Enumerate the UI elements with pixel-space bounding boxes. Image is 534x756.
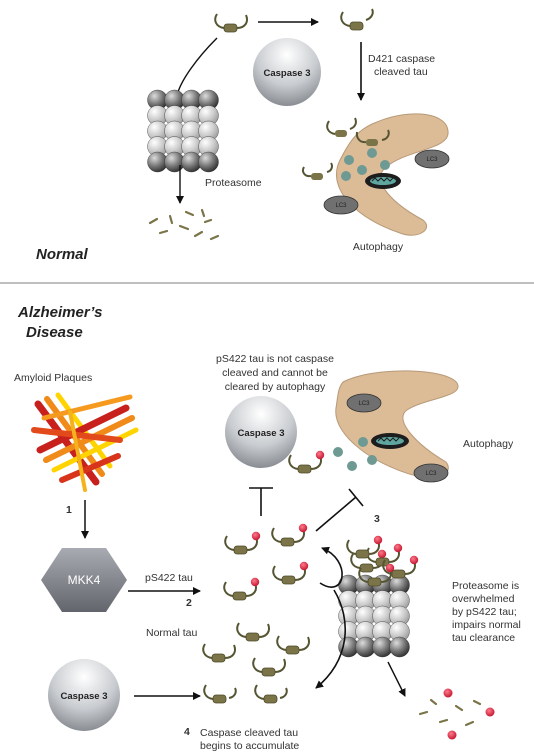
caspase-3-ball-ad: [225, 396, 297, 468]
aggregates: [341, 148, 390, 181]
normal-tau: [252, 657, 286, 677]
lc3-protein: LC3: [414, 149, 450, 169]
phospho-site: [250, 577, 260, 587]
normal-tau: [236, 622, 270, 642]
cleavage-label-line2: cleaved tau: [374, 66, 428, 78]
mitochondrion-icon: [371, 433, 409, 449]
svg-text:LC3: LC3: [358, 401, 370, 407]
ad-section-title-line2: Disease: [26, 324, 83, 341]
normal-section-title: Normal: [36, 246, 89, 263]
plaques-label: Amyloid Plaques: [14, 372, 92, 384]
overwhelmed-line5: tau clearance: [452, 632, 515, 644]
proteasome-label: Proteasome: [205, 177, 262, 189]
autophagy-label-ad: Autophagy: [463, 438, 514, 450]
mkk4-kinase: [41, 548, 127, 612]
degradation-path: [177, 37, 218, 93]
ad-section-title-line1: Alzheimer’s: [17, 304, 103, 321]
tau-on-proteasome: [346, 535, 419, 587]
autophagy-label: Autophagy: [353, 241, 404, 253]
cleaved-tau: [203, 684, 237, 704]
overwhelmed-line3: by pS422 tau;: [452, 606, 517, 618]
svg-text:LC3: LC3: [425, 471, 437, 477]
proteasome-feedback-arrow: [315, 589, 346, 689]
cleaved-tau-fragment: [301, 162, 333, 180]
accumulate-line2: begins to accumulate: [200, 740, 299, 752]
cleaved-tau-molecule: [340, 8, 374, 31]
ps422-tau: [288, 450, 325, 474]
caspase-3-ball-lower: [48, 659, 120, 731]
phospho-site: [385, 563, 395, 573]
proteasome-subunit: [198, 151, 219, 173]
proteasome-icon: [147, 89, 219, 173]
cleaved-tau: [254, 684, 288, 704]
overwhelmed-line2: overwhelmed: [452, 593, 515, 605]
ps422-tau: [346, 535, 383, 559]
phospho-site: [315, 450, 325, 460]
ps422-tau: [382, 555, 419, 579]
step-1-label: 1: [66, 504, 72, 516]
mkk4-label: MKK4: [68, 573, 101, 587]
step-4-label: 4: [184, 726, 190, 738]
ps422-tau: [358, 563, 395, 587]
ps422-tau: [224, 531, 261, 555]
amyloid-plaques-icon: [31, 392, 139, 492]
tau-cluster: [202, 450, 325, 704]
note-line2: cleaved and cannot be: [222, 367, 328, 379]
aggregates: [333, 437, 377, 471]
svg-text:LC3: LC3: [335, 203, 347, 209]
caspase-inhibition: [249, 487, 273, 516]
peptide-fragments: [148, 208, 220, 241]
phospho-site: [377, 549, 387, 559]
ps422-tau: [366, 543, 403, 567]
accumulate-line1: Caspase cleaved tau: [200, 727, 298, 739]
lc3-protein: LC3: [323, 195, 359, 215]
phospho-site: [409, 555, 419, 565]
tau-molecule: [214, 13, 248, 33]
phospho-site: [298, 523, 308, 533]
normal-tau-label: Normal tau: [146, 627, 198, 639]
overwhelmed-line4: impairs normal: [452, 619, 521, 631]
proteasome-icon-ad: [338, 574, 410, 658]
svg-text:LC3: LC3: [426, 157, 438, 163]
cleaved-tau-fragment: [326, 117, 357, 137]
phospho-sites: [443, 688, 495, 740]
phospho-site: [393, 543, 403, 553]
cleaved-tau-fragment: [355, 129, 390, 146]
caspase-3-ball: [253, 38, 321, 106]
ps422-tau-label: pS422 tau: [145, 572, 193, 584]
normal-tau: [202, 643, 236, 663]
peptide-fragments-ad: [418, 698, 482, 727]
phospho-site: [373, 535, 383, 545]
caspase-3-label-lower: Caspase 3: [60, 691, 107, 702]
ps422-tau: [271, 523, 308, 547]
autophagosome: [335, 113, 449, 236]
note-line3: cleared by autophagy: [225, 381, 326, 393]
ps422-tau: [223, 577, 260, 601]
caspase-3-label-ad: Caspase 3: [237, 428, 284, 439]
note-line1: pS422 tau is not caspase: [216, 353, 334, 365]
proteasome-feedback-arrow: [319, 546, 343, 588]
autophagy-inhibition: [315, 488, 364, 532]
caspase-3-label: Caspase 3: [263, 68, 310, 79]
phospho-site: [299, 561, 309, 571]
overwhelmed-line1: Proteasome is: [452, 580, 519, 592]
cleavage-label-line1: D421 caspase: [368, 53, 435, 65]
lc3-protein: LC3: [413, 463, 449, 483]
lc3-protein: LC3: [346, 393, 382, 413]
proteasome-subunit: [389, 636, 410, 658]
step-3-label: 3: [374, 513, 380, 525]
normal-tau: [276, 635, 310, 655]
ps422-tau: [272, 561, 309, 585]
phospho-site: [251, 531, 261, 541]
proteasome-output-arrow-ad: [387, 661, 406, 697]
mitochondrion-icon: [365, 173, 401, 189]
step-2-label: 2: [186, 597, 192, 609]
